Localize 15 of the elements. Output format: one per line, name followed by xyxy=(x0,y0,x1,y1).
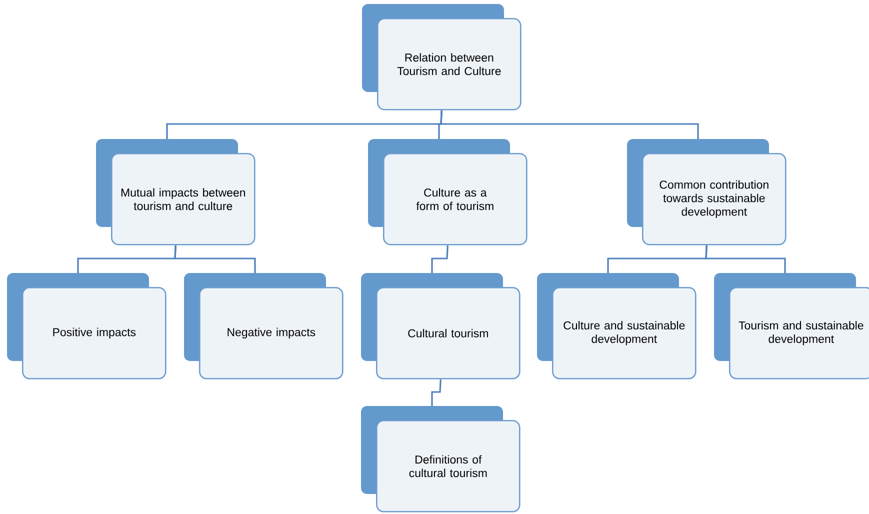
process-box: Tourism and sustainable development xyxy=(714,273,869,380)
connector-line xyxy=(705,245,786,273)
connector-line xyxy=(174,245,256,273)
process-box: Negative impacts xyxy=(184,273,344,380)
process-box: Culture as a form of tourism xyxy=(368,139,528,246)
process-box: Cultural tourism xyxy=(361,273,520,380)
process-box: Culture and sustainable development xyxy=(537,273,696,380)
process-box: Relation between Tourism and Culture xyxy=(362,4,522,110)
process-box: Mutual impacts between tourism and culture xyxy=(96,139,256,246)
process-box: Positive impacts xyxy=(7,273,166,380)
connector-line xyxy=(440,110,699,139)
process-box: Definitions of cultural tourism xyxy=(361,406,520,512)
connector-line xyxy=(431,245,448,273)
connector-line xyxy=(431,379,442,406)
process-box: Common contribution towards sustainable development xyxy=(627,139,786,246)
